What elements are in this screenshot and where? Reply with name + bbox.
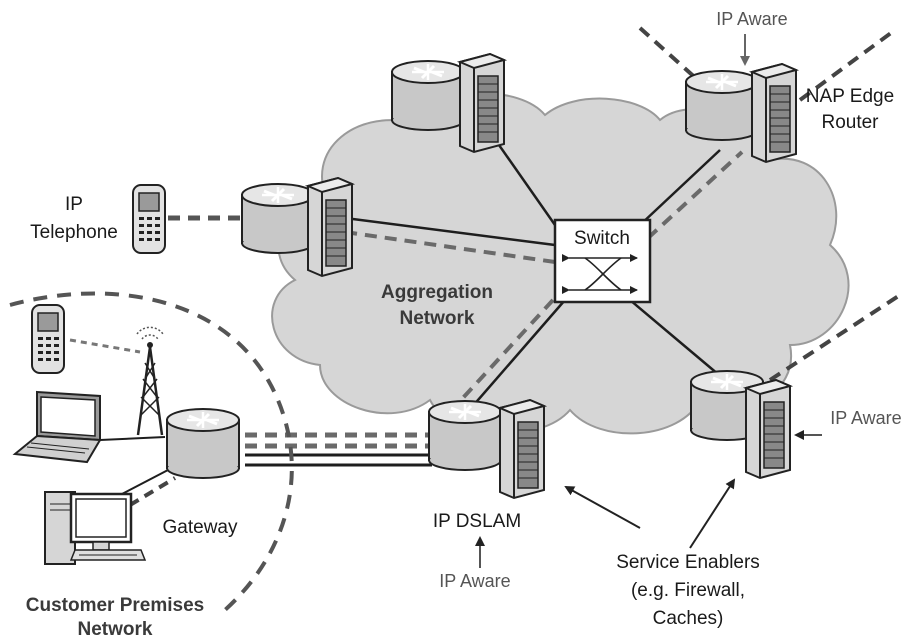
server-rack-icon: [459, 53, 505, 153]
aggregation-network-label-line2: Network: [400, 308, 475, 329]
ip-dslam-label: IP DSLAM: [433, 511, 521, 532]
server-rack-icon: [307, 177, 353, 277]
switch-icon: Switch: [553, 218, 652, 304]
dashed-link-switch-left: [344, 230, 556, 264]
desktop-computer-icon: [44, 491, 147, 565]
nap-edge-router-label-line2: Router: [821, 112, 879, 133]
link-switch-nap-router: [639, 149, 721, 226]
ip-aware-bottom-label: IP Aware: [439, 571, 510, 591]
dashed-link-switch-dslam: [448, 298, 555, 414]
server-rack-icon: [745, 379, 791, 479]
service-enablers-arrow-right: [689, 478, 736, 549]
link-switch-left-router: [344, 216, 556, 247]
ip-telephone-label-line1: IP: [65, 194, 83, 215]
aggregation-network-label-line1: Aggregation: [381, 282, 493, 303]
nap-edge-router-label-line1: NAP Edge: [806, 86, 894, 107]
laptop-icon: [12, 390, 102, 464]
dashed-link-desktop-gateway: [128, 476, 177, 507]
switch-label: Switch: [574, 228, 630, 249]
dashed-link-right-router-out: [768, 293, 902, 382]
server-rack-icon: [499, 399, 545, 499]
router-cylinder-icon: [240, 182, 316, 255]
router-cylinder-icon: [427, 399, 503, 472]
dashed-link-phone-tower: [69, 338, 141, 354]
server-rack-icon: [751, 63, 797, 163]
link-switch-dslam: [464, 299, 566, 416]
right-router: [689, 369, 791, 479]
link-switch-right-router: [629, 299, 726, 381]
customer-premises-label-line1: Customer Premises: [26, 595, 204, 616]
network-links: [69, 26, 902, 507]
link-desktop-gateway: [119, 469, 169, 496]
ip-telephone-phone-icon: [132, 184, 166, 254]
radio-tower-icon: [136, 326, 164, 436]
gateway-router: [165, 407, 241, 480]
service-enablers-arrow-dslam: [564, 486, 641, 529]
dashed-link-nap-upper: [638, 26, 702, 84]
link-laptop-gateway: [99, 436, 166, 441]
router-cylinder-icon: [165, 407, 241, 480]
customer-phone-icon: [31, 304, 65, 374]
gateway-label: Gateway: [163, 517, 238, 538]
dashed-link-switch-nap: [646, 150, 744, 240]
router-cylinder-icon: [684, 69, 760, 142]
ip-dslam: [427, 399, 545, 499]
service-enablers-label-line1: Service Enablers: [616, 552, 760, 573]
ip-telephone-label-line2: Telephone: [30, 222, 118, 243]
service-enablers-label-line2: (e.g. Firewall,: [631, 580, 745, 601]
service-enablers-label-line3: Caches): [653, 608, 724, 629]
ip-aware-right-label: IP Aware: [830, 408, 901, 428]
customer-premises-label-line2: Network: [78, 619, 153, 640]
ip-aware-top-label: IP Aware: [716, 9, 787, 29]
router-cylinder-icon: [390, 59, 466, 132]
customer-premises-boundary: [9, 291, 294, 612]
